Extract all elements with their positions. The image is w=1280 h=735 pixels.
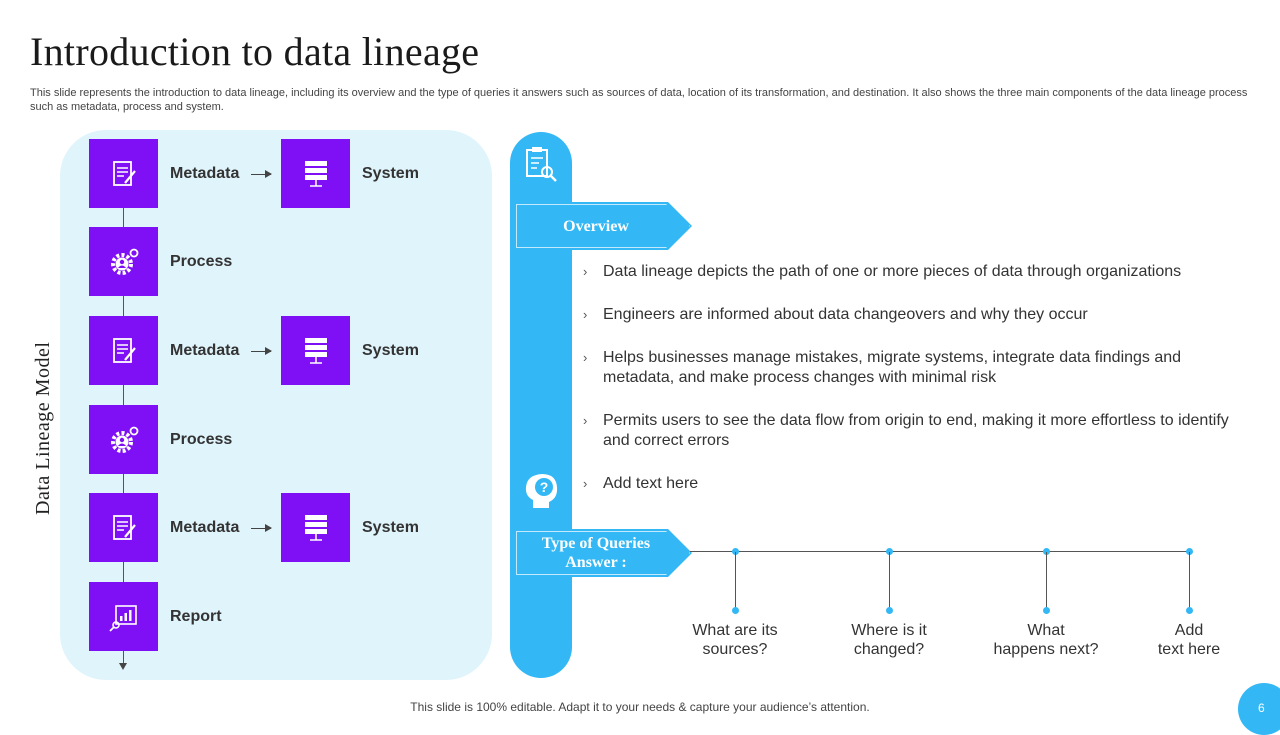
metadata-node <box>89 493 158 562</box>
queries-timeline <box>690 551 1192 552</box>
query-line2: text here <box>1157 641 1221 658</box>
chevron-right-icon: › <box>583 476 588 491</box>
query-line2: sources? <box>702 641 768 658</box>
queries-tag-label: Type of Queries Answer : <box>542 534 664 572</box>
svg-text:?: ? <box>540 479 549 495</box>
timeline-dot <box>886 548 893 555</box>
timeline-dot <box>1043 607 1050 614</box>
connector-line <box>123 562 124 582</box>
query-line1: What are its <box>692 622 778 639</box>
document-edit-icon <box>112 337 136 363</box>
footer-note: This slide is 100% editable. Adapt it to… <box>410 700 870 714</box>
arrow-right-icon <box>251 170 272 178</box>
node-label: Metadata <box>170 342 240 359</box>
timeline-dot <box>732 607 739 614</box>
node-label: Metadata <box>170 519 240 536</box>
overview-bullet-list: › Data lineage depicts the path of one or… <box>583 262 1243 517</box>
arrow-right-icon <box>251 347 272 355</box>
connector-line <box>123 385 124 405</box>
bullet-text: Helps businesses manage mistakes, migrat… <box>603 349 1182 386</box>
node-label: Report <box>170 608 222 625</box>
slide-title: Introduction to data lineage <box>30 29 480 74</box>
report-node <box>89 582 158 651</box>
server-icon <box>304 514 327 541</box>
node-label: Metadata <box>170 165 240 182</box>
queries-tag: Type of Queries Answer : <box>514 529 692 577</box>
server-icon <box>304 160 327 187</box>
bullet-text: Data lineage depicts the path of one or … <box>603 263 1182 280</box>
slide-subtitle: This slide represents the introduction t… <box>30 87 1248 113</box>
process-node <box>89 227 158 296</box>
query-line1: What <box>1027 622 1065 639</box>
overview-tag: Overview <box>514 202 692 250</box>
connector-line <box>123 296 124 316</box>
system-label: System <box>362 519 419 536</box>
timeline-dot <box>1186 607 1193 614</box>
arrow-right-icon <box>251 524 272 532</box>
system-node <box>281 493 350 562</box>
connector-line <box>123 473 124 493</box>
timeline-stem <box>1189 552 1190 610</box>
bullet-item: › Add text here <box>583 474 1243 494</box>
query-line2: happens next? <box>993 641 1099 658</box>
gear-user-icon <box>110 426 138 453</box>
timeline-stem <box>735 552 736 610</box>
document-edit-icon <box>112 514 136 540</box>
chevron-right-icon: › <box>583 413 588 428</box>
connector-line <box>123 651 124 664</box>
query-item: Add text here <box>1119 621 1259 659</box>
clipboard-search-icon <box>521 145 561 185</box>
query-item: Where is it changed? <box>819 621 959 659</box>
bullet-text: Add text here <box>603 475 699 492</box>
down-arrow-icon <box>119 663 127 670</box>
query-item: What happens next? <box>976 621 1116 659</box>
bullet-item: › Permits users to see the data flow from… <box>583 411 1243 451</box>
bullet-item: › Helps businesses manage mistakes, migra… <box>583 348 1243 388</box>
system-node <box>281 139 350 208</box>
query-line1: Add <box>1174 622 1204 639</box>
report-chart-icon <box>108 604 137 632</box>
query-line2: changed? <box>853 641 925 658</box>
bullet-item: › Engineers are informed about data chang… <box>583 305 1243 325</box>
metadata-node <box>89 139 158 208</box>
bullet-text: Engineers are informed about data change… <box>603 306 1088 323</box>
chevron-right-icon: › <box>583 350 588 365</box>
model-label: Data Lineage Model <box>32 341 54 515</box>
queries-tag-line2: Answer : <box>565 554 627 571</box>
timeline-dot <box>886 607 893 614</box>
queries-tag-line1: Type of Queries <box>541 535 651 552</box>
server-icon <box>304 337 327 364</box>
metadata-node <box>89 316 158 385</box>
chevron-right-icon: › <box>583 264 588 279</box>
timeline-dot <box>732 548 739 555</box>
system-node <box>281 316 350 385</box>
head-question-icon: ? <box>521 470 563 512</box>
page-number: 6 <box>1258 701 1265 715</box>
timeline-dot <box>1186 548 1193 555</box>
chevron-right-icon: › <box>583 307 588 322</box>
query-line1: Where is it <box>851 622 927 639</box>
bullet-text: Permits users to see the data flow from … <box>603 412 1229 449</box>
system-label: System <box>362 342 419 359</box>
timeline-stem <box>889 552 890 610</box>
process-node <box>89 405 158 474</box>
page-number-badge: 6 <box>1238 683 1280 735</box>
bullet-item: › Data lineage depicts the path of one or… <box>583 262 1243 282</box>
overview-tag-label: Overview <box>563 217 629 235</box>
gear-user-icon <box>110 248 138 275</box>
query-item: What are its sources? <box>665 621 805 659</box>
timeline-dot <box>1043 548 1050 555</box>
node-label: Process <box>170 253 233 270</box>
timeline-stem <box>1046 552 1047 610</box>
system-label: System <box>362 165 419 182</box>
node-label: Process <box>170 431 233 448</box>
document-edit-icon <box>112 160 136 186</box>
connector-line <box>123 208 124 227</box>
